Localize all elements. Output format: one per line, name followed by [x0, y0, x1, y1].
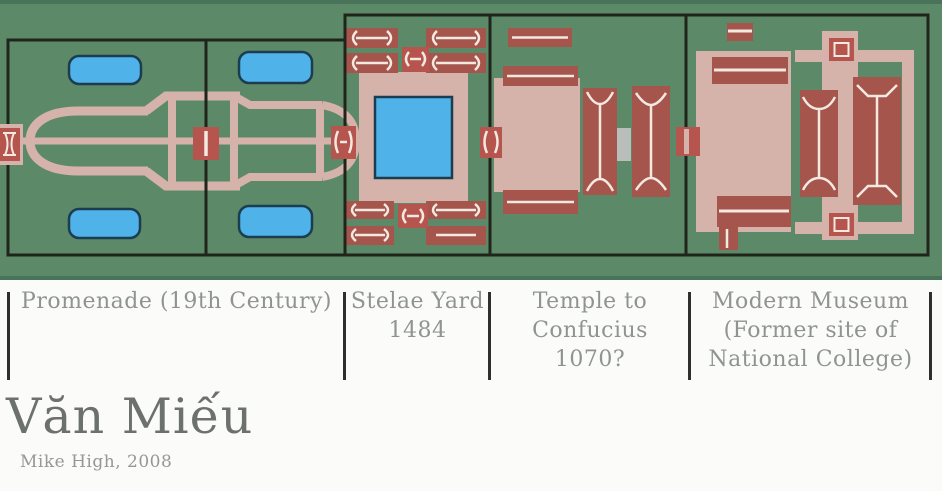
temple-label: Temple to Confucius 1070? — [490, 287, 690, 374]
pavilion-ridge — [431, 55, 481, 71]
stelae-pavilions — [346, 28, 486, 245]
stelae-yard-area — [346, 28, 486, 245]
stone-terrace — [617, 128, 631, 161]
gate-icon — [829, 213, 854, 236]
gate-ridge — [833, 42, 850, 57]
museum-annex — [719, 227, 738, 250]
section-label-line: Promenade (19th Century) — [21, 289, 332, 314]
pavilion-ridge — [431, 203, 481, 217]
section-label-line: 1070? — [554, 347, 626, 372]
map-credit: Mike High, 2008 — [20, 452, 173, 472]
section-label-line: Stelae Yard — [350, 289, 485, 314]
section-label-line: Temple to — [532, 289, 648, 314]
gates — [0, 124, 700, 165]
map-bottom-edge — [0, 276, 942, 280]
page-title: Văn Miếu — [6, 388, 254, 445]
museum-area — [696, 23, 914, 250]
site-map — [0, 0, 942, 280]
museum-walkway — [795, 50, 914, 62]
stelae-yard-label: Stelae Yard 1484 — [345, 287, 490, 345]
gate-passage — [684, 129, 689, 154]
temple-area — [494, 28, 670, 214]
walkway-rails-west — [143, 91, 240, 191]
pond — [67, 54, 143, 86]
section-label-line: (Former site of — [723, 318, 898, 343]
section-label-line: 1484 — [388, 318, 447, 343]
gate-ridge — [404, 51, 427, 67]
hall-ridge — [801, 96, 837, 191]
label-divider — [488, 292, 491, 380]
hall-ridge — [856, 84, 898, 198]
section-label-line: Confucius — [532, 318, 648, 343]
label-divider — [7, 292, 10, 380]
gate-ridge — [833, 217, 850, 232]
gate-icon — [829, 38, 854, 61]
label-divider — [688, 292, 691, 380]
walkway-loop-west — [25, 106, 148, 176]
label-divider — [343, 292, 346, 380]
museum-walkway — [795, 222, 914, 234]
walkway-cross-paths — [168, 96, 324, 186]
pond — [237, 204, 314, 239]
walkway-rails-east — [232, 92, 322, 190]
pavilion-ridge — [351, 55, 393, 71]
thien-quang-well — [373, 95, 454, 180]
promenade-label: Promenade (19th Century) — [8, 287, 345, 316]
section-label-line: Modern Museum — [711, 289, 910, 314]
gate-ridge — [483, 130, 499, 154]
hall-ridge — [634, 92, 668, 191]
map-top-edge — [0, 0, 942, 4]
pond — [237, 50, 314, 85]
hall-ridge — [585, 91, 615, 192]
stelae-pavilion — [426, 226, 486, 245]
section-label-line: National College) — [708, 347, 913, 372]
pavilion-ridge — [350, 203, 390, 217]
gate-ridge — [334, 130, 353, 154]
pond — [67, 207, 142, 240]
pavilion-ridge — [350, 228, 390, 242]
museum-walkway — [902, 50, 914, 234]
gate-ridge — [401, 208, 425, 224]
pavilion-ridge — [351, 30, 393, 46]
gate-ridge — [3, 132, 16, 156]
pavilion-ridge — [431, 30, 481, 46]
label-divider — [929, 292, 932, 380]
museum-label: Modern Museum (Former site of National C… — [690, 287, 931, 374]
temple-courtyard — [494, 78, 580, 192]
